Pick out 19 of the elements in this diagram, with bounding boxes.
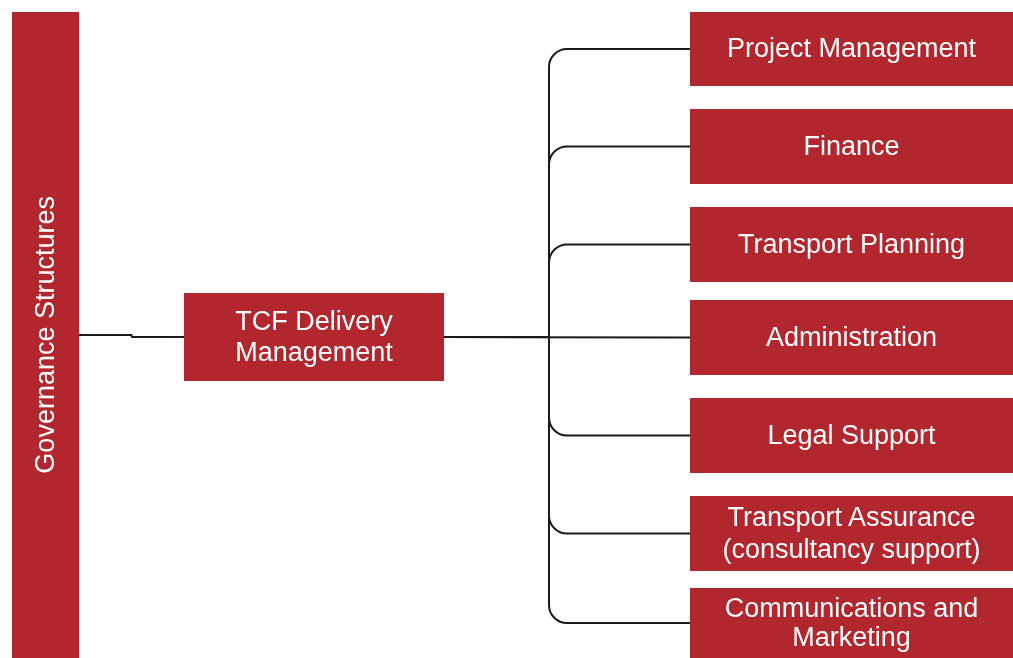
process-box (690, 588, 1013, 658)
process-box (690, 109, 1013, 184)
process-box (690, 12, 1013, 86)
process-box (690, 496, 1013, 571)
process-box (690, 207, 1013, 282)
vertical-bar (12, 12, 79, 658)
box-label: Finance (803, 130, 900, 162)
process-box (690, 398, 1013, 473)
box-label: Communications and Marketing (723, 593, 980, 653)
box-label: Governance Structures (29, 196, 61, 474)
process-box (184, 293, 444, 381)
box-label: Transport Planning (737, 228, 966, 260)
box-label: TCF Delivery Management (234, 305, 394, 369)
box-label: Administration (765, 321, 938, 353)
box-label: Transport Assurance (consultancy support) (721, 502, 982, 565)
connector-line (78, 334, 185, 338)
box-label: Project Management (726, 33, 977, 65)
process-box (690, 300, 1013, 375)
box-label: Legal Support (767, 419, 936, 451)
